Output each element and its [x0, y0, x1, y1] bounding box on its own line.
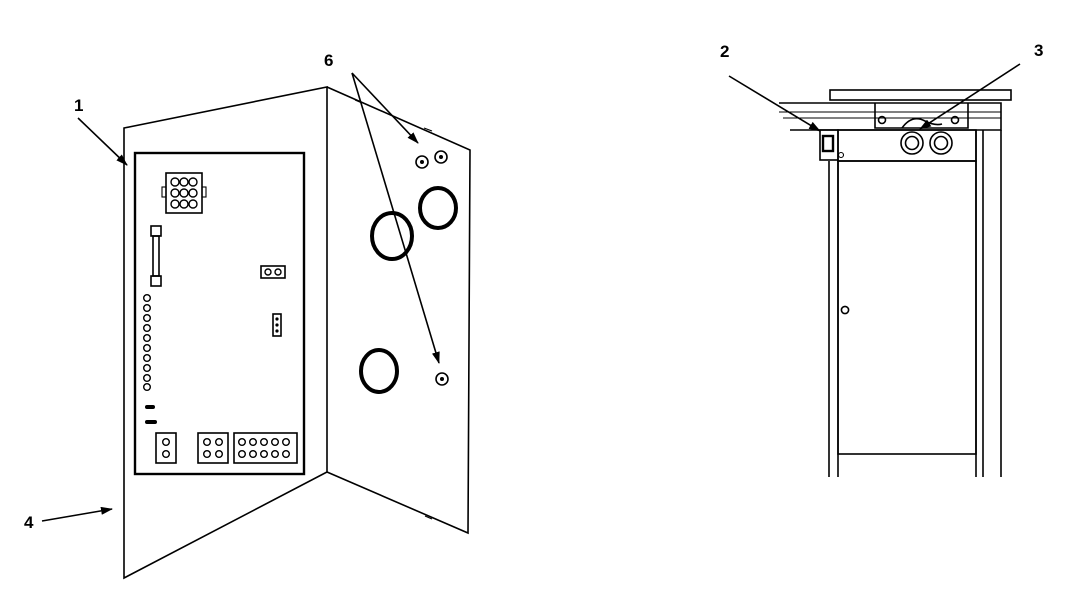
vertical-header — [272, 313, 282, 337]
jumper — [145, 420, 157, 424]
callout-2: 2 — [720, 42, 729, 61]
terminal-block-2pos — [155, 432, 177, 464]
two-pin-connector — [260, 265, 286, 279]
door-grommet — [359, 348, 399, 394]
enclosure-side-view — [728, 63, 1021, 477]
led-indicator-column — [142, 294, 151, 392]
switch — [821, 134, 835, 153]
hub — [901, 117, 943, 129]
cabinet-door — [837, 160, 977, 455]
fuse-holder — [150, 225, 162, 287]
switch-block — [819, 129, 839, 161]
circuit-board — [133, 151, 306, 476]
door-edge-mark — [423, 127, 433, 132]
callout-3: 3 — [1034, 41, 1043, 60]
nine-pin-connector — [161, 172, 207, 214]
port — [929, 131, 953, 155]
terminal-block-10pos — [233, 432, 298, 464]
callout-1: 1 — [74, 96, 83, 115]
callout-6: 6 — [324, 51, 333, 70]
terminal-block-4pos — [197, 432, 229, 464]
bracket-screw — [877, 115, 887, 125]
leader-2 — [728, 75, 821, 132]
jumper — [145, 405, 155, 409]
top-plate — [829, 89, 1012, 101]
leader-1 — [77, 117, 128, 166]
leader-3 — [919, 63, 1021, 130]
door-latch — [840, 305, 850, 315]
valve-body — [837, 129, 977, 162]
back-panel — [123, 86, 328, 580]
leader-6b — [351, 72, 440, 364]
port — [900, 131, 924, 155]
enclosure-open-view — [41, 72, 471, 580]
door-grommet — [370, 211, 414, 261]
leader-6a — [351, 72, 419, 144]
door-edge-mark — [424, 515, 433, 520]
door-panel — [326, 86, 471, 535]
door-screw — [415, 150, 449, 386]
door-grommet — [418, 186, 458, 230]
leader-4 — [41, 506, 113, 522]
bracket-screw — [950, 115, 960, 125]
callout-4: 4 — [24, 513, 34, 532]
